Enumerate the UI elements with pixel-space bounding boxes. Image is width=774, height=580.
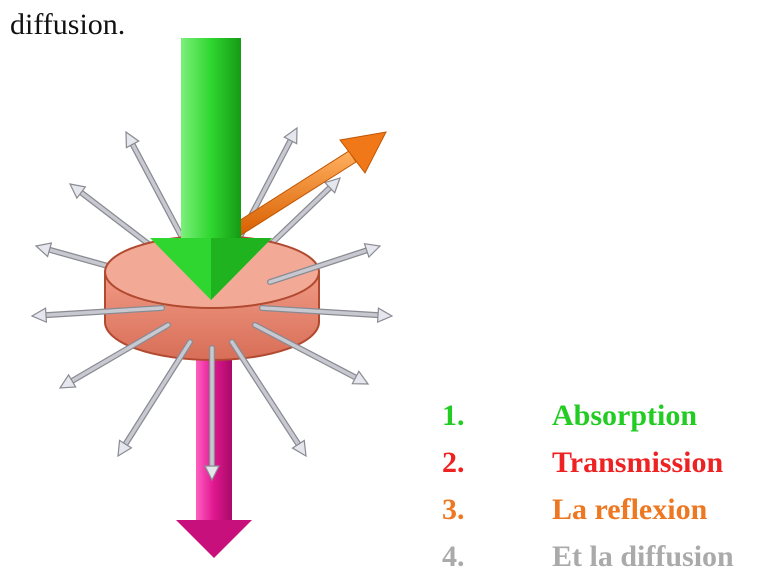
legend: 1. Absorption 2. Transmission 3. La reflexi… [442, 392, 734, 580]
diffusion-arrows-front [30, 242, 394, 482]
scatter-arrow [229, 339, 307, 458]
legend-number: 1. [442, 399, 465, 432]
legend-number: 3. [442, 493, 465, 526]
reflected-arrow [233, 131, 387, 236]
legend-item-diffusion: 4. Et la diffusion [442, 533, 734, 580]
scatter-arrow [58, 322, 171, 389]
legend-label: La reflexion [552, 493, 708, 526]
legend-number: 4. [442, 540, 465, 573]
intro-text: diffusion. [10, 8, 126, 41]
scatter-arrow [259, 305, 394, 324]
interaction-diagram [30, 38, 394, 558]
legend-label: Et la diffusion [552, 540, 734, 573]
legend-item-reflexion: 3. La reflexion [442, 486, 734, 533]
incident-arrow [150, 38, 272, 300]
scatter-arrow [267, 242, 382, 285]
legend-label: Transmission [552, 446, 724, 479]
scatter-arrow [204, 345, 220, 482]
scatter-arrow [252, 322, 370, 385]
legend-item-transmission: 2. Transmission [442, 439, 734, 486]
scatter-arrow [117, 339, 193, 458]
legend-number: 2. [442, 446, 465, 479]
legend-item-absorption: 1. Absorption [442, 392, 734, 439]
scatter-arrow [30, 305, 165, 324]
legend-label: Absorption [552, 399, 698, 432]
